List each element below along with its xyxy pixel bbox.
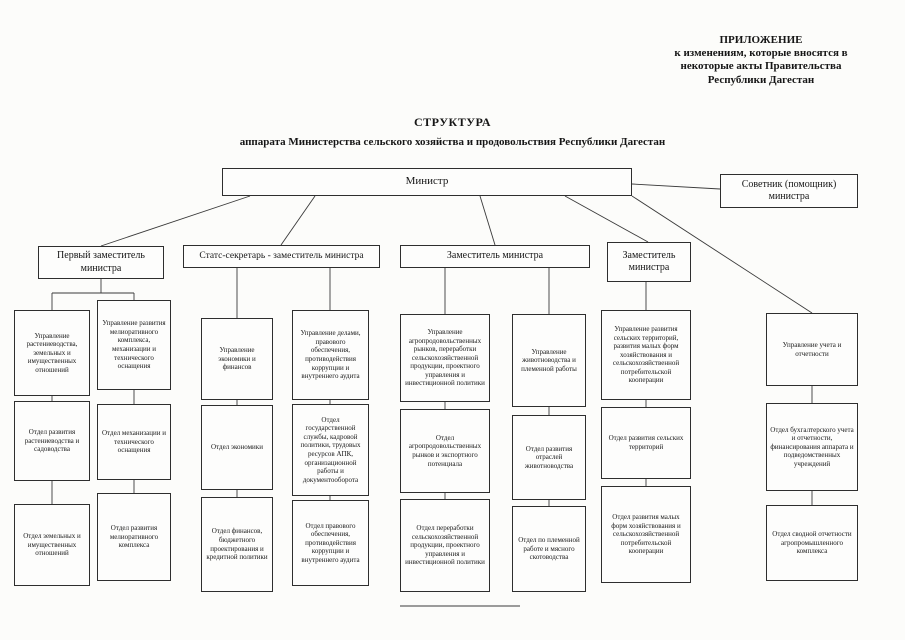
dept-consolidated-reporting: Отдел сводной отчетности агропромышленно… [766, 505, 858, 581]
annotation-line: к изменениям, которые вносятся в [674, 47, 848, 60]
dept-mechanization: Отдел механизации и технического оснащен… [97, 404, 171, 480]
title-line1: СТРУКТУРА [414, 115, 491, 129]
dept-economics: Отдел экономики [201, 405, 273, 490]
dept-processing-investment: Отдел переработки сельскохозяйственной п… [400, 499, 490, 592]
dept-reclamation-admin: Управление развития мелиоративного компл… [97, 300, 171, 390]
dept-small-farms-cooperation: Отдел развития малых форм хозяйствования… [601, 486, 691, 583]
annotation-line: Республики Дагестан [707, 73, 815, 86]
dept-bookkeeping-financing: Отдел бухгалтерского учета и отчетности,… [766, 403, 858, 491]
dept-economics-finance-admin: Управление экономики и финансов [201, 318, 273, 400]
dept-livestock-admin: Управление животноводства и племенной ра… [512, 314, 586, 407]
dept-reclamation-complex: Отдел развития мелиоративного комплекса [97, 493, 171, 581]
dept-legal-anticorruption-audit: Отдел правового обеспечения, противодейс… [292, 500, 369, 586]
dept-land-property: Отдел земельных и имущественных отношени… [14, 504, 90, 586]
deputy-minister-4-box: Заместитель министра [607, 242, 691, 282]
dept-accounting-admin: Управление учета и отчетности [766, 313, 858, 386]
dept-affairs-legal-admin: Управление делами, правового обеспечения… [292, 310, 369, 400]
dept-agrofood-markets-admin: Управление агропродовольственных рынков,… [400, 314, 490, 402]
document-title: СТРУКТУРА аппарата Министерства сельског… [0, 115, 905, 148]
annotation-line: некоторые акты Правительства [680, 60, 842, 73]
dept-civil-service-hr: Отдел государственной службы, кадровой п… [292, 404, 369, 496]
dept-rural-territories: Отдел развития сельских территорий [601, 407, 691, 479]
first-deputy-box: Первый заместитель министра [38, 246, 164, 279]
dept-crop-land-property-admin: Управление растениеводства, земельных и … [14, 310, 90, 396]
dept-agrofood-markets-export: Отдел агропродовольственных рынков и экс… [400, 409, 490, 493]
advisor-box: Советник (помощник) министра [720, 174, 858, 208]
dept-crop-horticulture: Отдел развития растениеводства и садовод… [14, 401, 90, 481]
dept-finance-budget-credit: Отдел финансов, бюджетного проектировани… [201, 497, 273, 592]
dept-livestock-industries: Отдел развития отраслей животноводства [512, 415, 586, 500]
dept-rural-territories-admin: Управление развития сельских территорий,… [601, 310, 691, 400]
minister-box: Министр [222, 168, 632, 196]
annotation-line: ПРИЛОЖЕНИЕ [719, 34, 803, 46]
appendix-annotation: ПРИЛОЖЕНИЕ к изменениям, которые вносятс… [640, 34, 882, 87]
state-secretary-box: Статс-секретарь - заместитель министра [183, 245, 380, 268]
title-line2: аппарата Министерства сельского хозяйств… [239, 136, 666, 148]
deputy-minister-3-box: Заместитель министра [400, 245, 590, 268]
dept-breeding-beef-cattle: Отдел по племенной работе и мясного скот… [512, 506, 586, 592]
